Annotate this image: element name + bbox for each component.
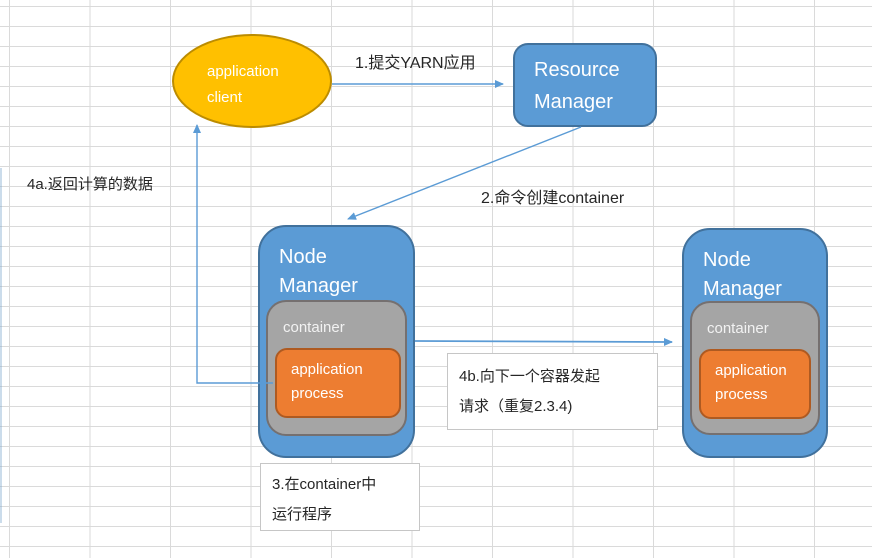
step4b-label: 4b.向下一个容器发起: [459, 368, 600, 385]
application-client-label: client: [207, 89, 243, 106]
node-manager-label: Manager: [279, 275, 358, 297]
node-manager-label: Node: [703, 249, 751, 271]
application-process-label: process: [715, 386, 768, 403]
application-process-label: application: [291, 361, 363, 378]
application-process-right-node[interactable]: application process: [699, 349, 811, 419]
resource-manager-node[interactable]: Resource Manager: [513, 43, 657, 127]
container-right-node[interactable]: container application process: [690, 301, 820, 435]
connector-step4a[interactable]: [193, 124, 273, 384]
node-manager-left-title: Node Manager: [260, 227, 413, 301]
step1-label[interactable]: 1.提交YARN应用: [355, 55, 476, 72]
connector-step4b[interactable]: [414, 337, 673, 346]
node-manager-label: Manager: [703, 278, 782, 300]
container-left-node[interactable]: container application process: [266, 300, 407, 436]
connector-step2[interactable]: [347, 126, 582, 220]
step3-label: 3.在container中: [272, 476, 377, 493]
resource-manager-label: Manager: [534, 91, 613, 113]
application-process-label: application: [715, 362, 787, 379]
step4a-label[interactable]: 4a.返回计算的数据: [27, 176, 153, 193]
application-process-left-node[interactable]: application process: [275, 348, 401, 418]
step4b-label: 请求（重复2.3.4): [459, 398, 573, 415]
container-left-label: container: [283, 319, 345, 336]
step2-label[interactable]: 2.命令创建container: [481, 190, 625, 207]
step3-note-box[interactable]: 3.在container中 运行程序: [260, 463, 420, 531]
screen-edge-artifact: [0, 168, 2, 523]
application-process-label: process: [291, 385, 344, 402]
application-client-label: application: [207, 63, 279, 80]
node-manager-right-node[interactable]: Node Manager container application proce…: [682, 228, 828, 458]
resource-manager-label: Resource: [534, 59, 620, 81]
node-manager-label: Node: [279, 246, 327, 268]
container-right-label: container: [707, 320, 769, 337]
application-client-node[interactable]: application client: [172, 34, 332, 128]
step4b-note-box[interactable]: 4b.向下一个容器发起 请求（重复2.3.4): [447, 353, 658, 430]
step3-label: 运行程序: [272, 506, 333, 523]
node-manager-right-title: Node Manager: [684, 230, 826, 304]
node-manager-left-node[interactable]: Node Manager container application proce…: [258, 225, 415, 458]
